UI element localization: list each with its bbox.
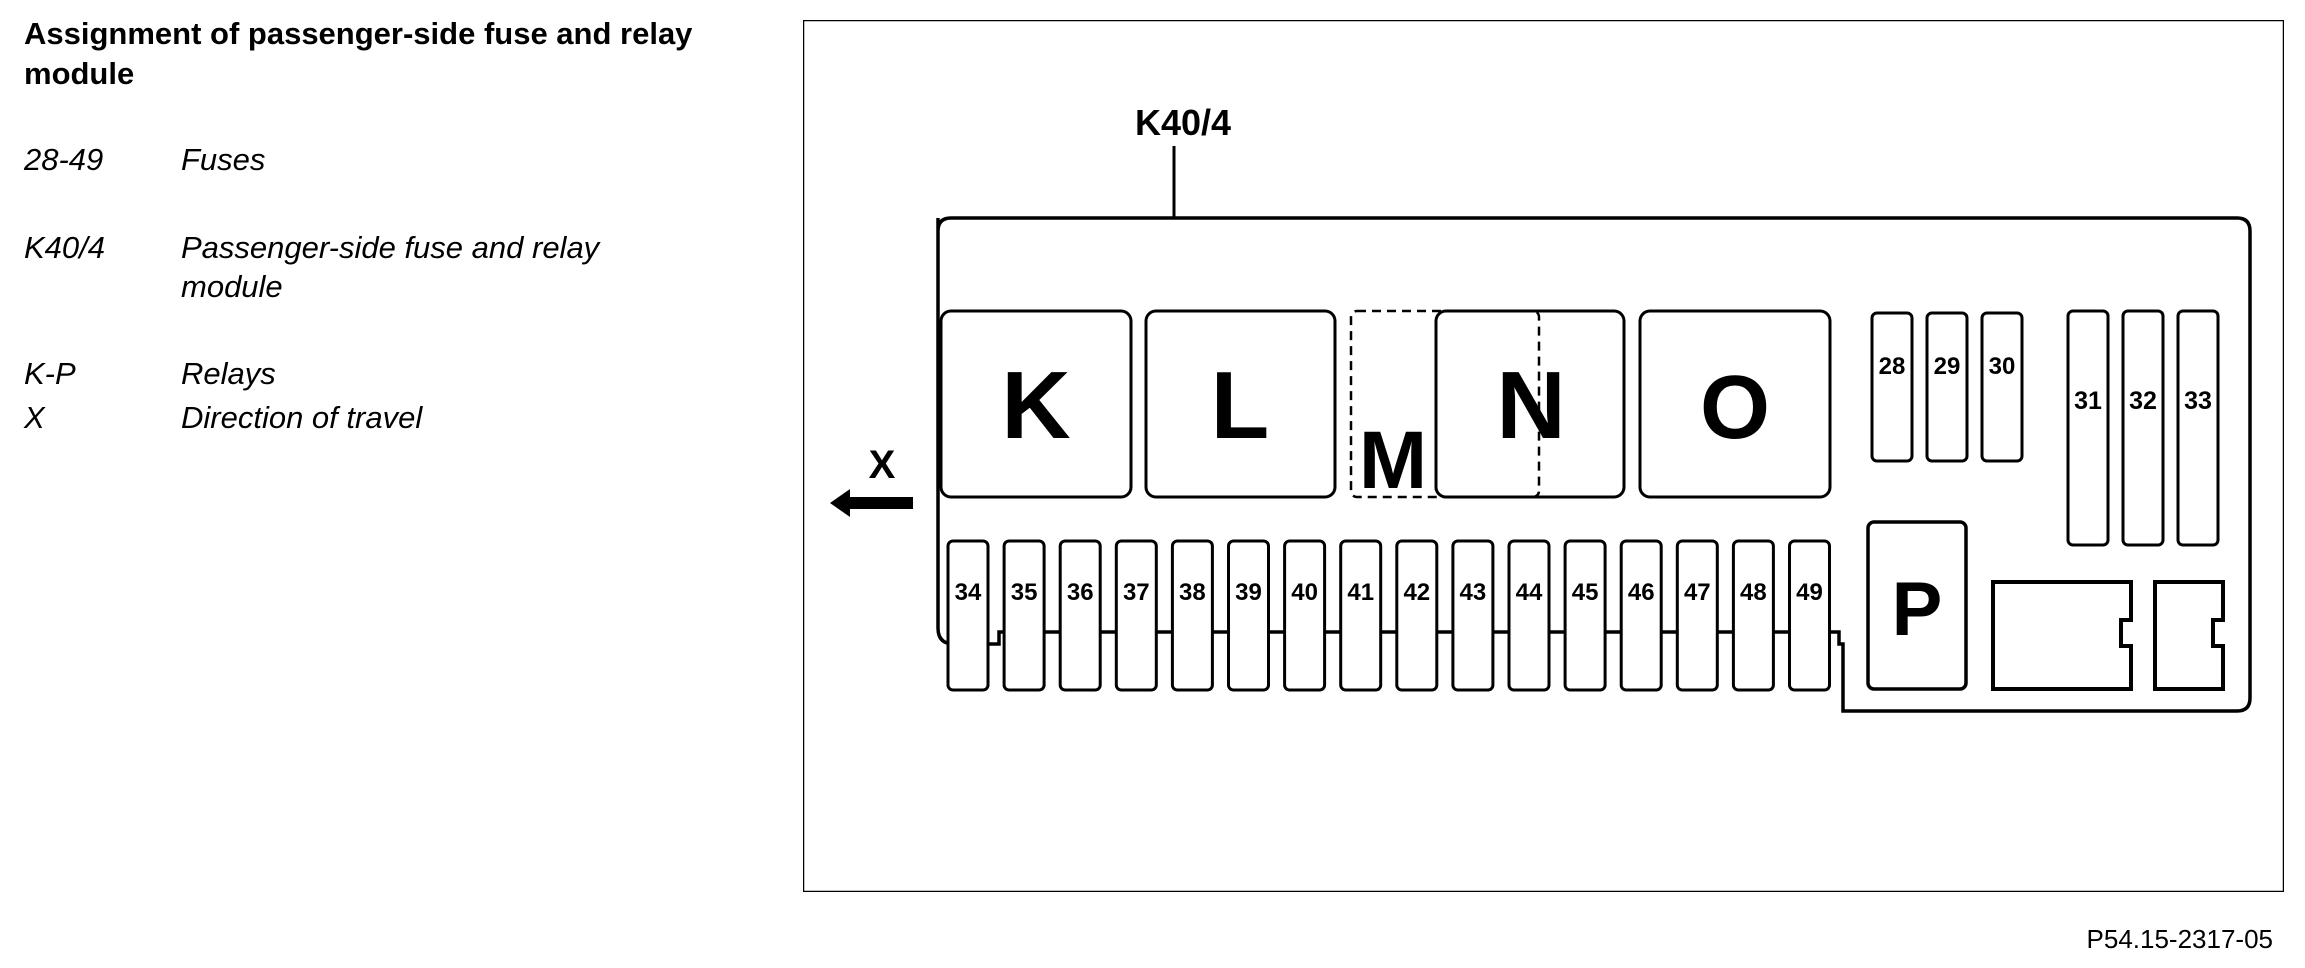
fuse-30 bbox=[1980, 311, 2024, 463]
fuse-label-42: 42 bbox=[1403, 579, 1430, 606]
relay-label-o: O bbox=[1700, 358, 1770, 458]
fuse-41 bbox=[1339, 539, 1383, 692]
fuse-39 bbox=[1227, 539, 1270, 692]
fuse-45 bbox=[1563, 539, 1607, 692]
relay-m bbox=[1349, 309, 1541, 499]
fuse-label-49: 49 bbox=[1796, 579, 1823, 606]
fuse-label-28: 28 bbox=[1879, 353, 1906, 380]
connector-socket bbox=[1991, 580, 2133, 691]
fuse-28 bbox=[1870, 311, 1914, 463]
fuse-43 bbox=[1451, 539, 1495, 692]
relay-label-p: P bbox=[1892, 567, 1943, 652]
fuse-group-upper-small: 28 29 30 bbox=[1870, 311, 2024, 463]
fuse-label-43: 43 bbox=[1460, 579, 1487, 606]
fuse-37 bbox=[1114, 539, 1158, 692]
fuse-label-35: 35 bbox=[1011, 579, 1038, 606]
fuse-label-48: 48 bbox=[1740, 579, 1767, 606]
relay-label-l: L bbox=[1211, 352, 1270, 459]
legend-desc: Passenger-side fuse and relay module bbox=[181, 230, 600, 304]
fuse-label-31: 31 bbox=[2074, 387, 2102, 415]
fuse-29 bbox=[1925, 311, 1969, 463]
legend-desc: Relays bbox=[181, 356, 276, 391]
fuse-48 bbox=[1731, 539, 1775, 692]
relay-k bbox=[939, 309, 1133, 499]
fuse-33 bbox=[2176, 309, 2220, 547]
fuse-label-41: 41 bbox=[1347, 579, 1374, 606]
fuse-label-34: 34 bbox=[955, 579, 982, 606]
fuse-label-29: 29 bbox=[1934, 353, 1961, 380]
legend-key: 28-49 bbox=[24, 142, 104, 177]
relay-o bbox=[1638, 309, 1832, 499]
legend-key: X bbox=[24, 400, 45, 435]
fuse-label-40: 40 bbox=[1291, 579, 1318, 606]
fuse-42 bbox=[1395, 539, 1439, 692]
relay-label-m: M bbox=[1359, 415, 1427, 506]
fuse-label-32: 32 bbox=[2129, 387, 2157, 415]
fuse-34 bbox=[946, 539, 990, 692]
fuse-46 bbox=[1619, 539, 1663, 692]
fuse-module-diagram: K40/4 X K L N M O 28 29 30 31 32 33 34 35 36 37… bbox=[802, 19, 2285, 893]
fuse-group-upper-tall: 31 32 33 bbox=[2066, 309, 2220, 547]
fuse-label-39: 39 bbox=[1235, 579, 1262, 606]
relay-l bbox=[1144, 309, 1337, 499]
module-label: K40/4 bbox=[1135, 102, 1231, 143]
fuse-label-36: 36 bbox=[1067, 579, 1094, 606]
fuse-group-lower: 34 35 36 37 38 39 40 41 42 43 44 45 46 47 48 49 bbox=[946, 539, 1831, 692]
connector-socket bbox=[2153, 580, 2225, 691]
fuse-47 bbox=[1675, 539, 1719, 692]
figure-id: P54.15-2317-05 bbox=[2086, 924, 2273, 954]
fuse-38 bbox=[1170, 539, 1214, 692]
page-title: Assignment of passenger-side fuse and re… bbox=[24, 16, 693, 91]
legend-desc: Direction of travel bbox=[181, 400, 423, 435]
fuse-44 bbox=[1507, 539, 1551, 692]
fuse-label-37: 37 bbox=[1123, 579, 1150, 606]
fuse-label-38: 38 bbox=[1179, 579, 1206, 606]
legend-key: K40/4 bbox=[24, 230, 106, 265]
legend-key: K-P bbox=[24, 356, 76, 391]
relay-label-n: N bbox=[1496, 352, 1565, 459]
fuse-32 bbox=[2121, 309, 2165, 547]
relay-label-k: K bbox=[1001, 352, 1070, 459]
fuse-49 bbox=[1788, 539, 1831, 692]
diagram-canvas: K40/4 X K L N M O 28 29 30 31 32 33 34 35 36 37… bbox=[802, 19, 2285, 893]
fuse-31 bbox=[2066, 309, 2110, 547]
fuse-label-44: 44 bbox=[1516, 579, 1543, 606]
fuse-label-46: 46 bbox=[1628, 579, 1655, 606]
fuse-40 bbox=[1283, 539, 1327, 692]
fuse-label-45: 45 bbox=[1572, 579, 1599, 606]
fuse-label-30: 30 bbox=[1989, 353, 2016, 380]
fuse-36 bbox=[1058, 539, 1102, 692]
direction-arrow-icon bbox=[830, 489, 913, 517]
fuse-label-47: 47 bbox=[1684, 579, 1711, 606]
direction-label: X bbox=[869, 443, 896, 487]
legend-desc: Fuses bbox=[181, 142, 266, 177]
fuse-label-33: 33 bbox=[2184, 387, 2212, 415]
fuse-35 bbox=[1002, 539, 1046, 692]
relay-p bbox=[1866, 520, 1968, 691]
